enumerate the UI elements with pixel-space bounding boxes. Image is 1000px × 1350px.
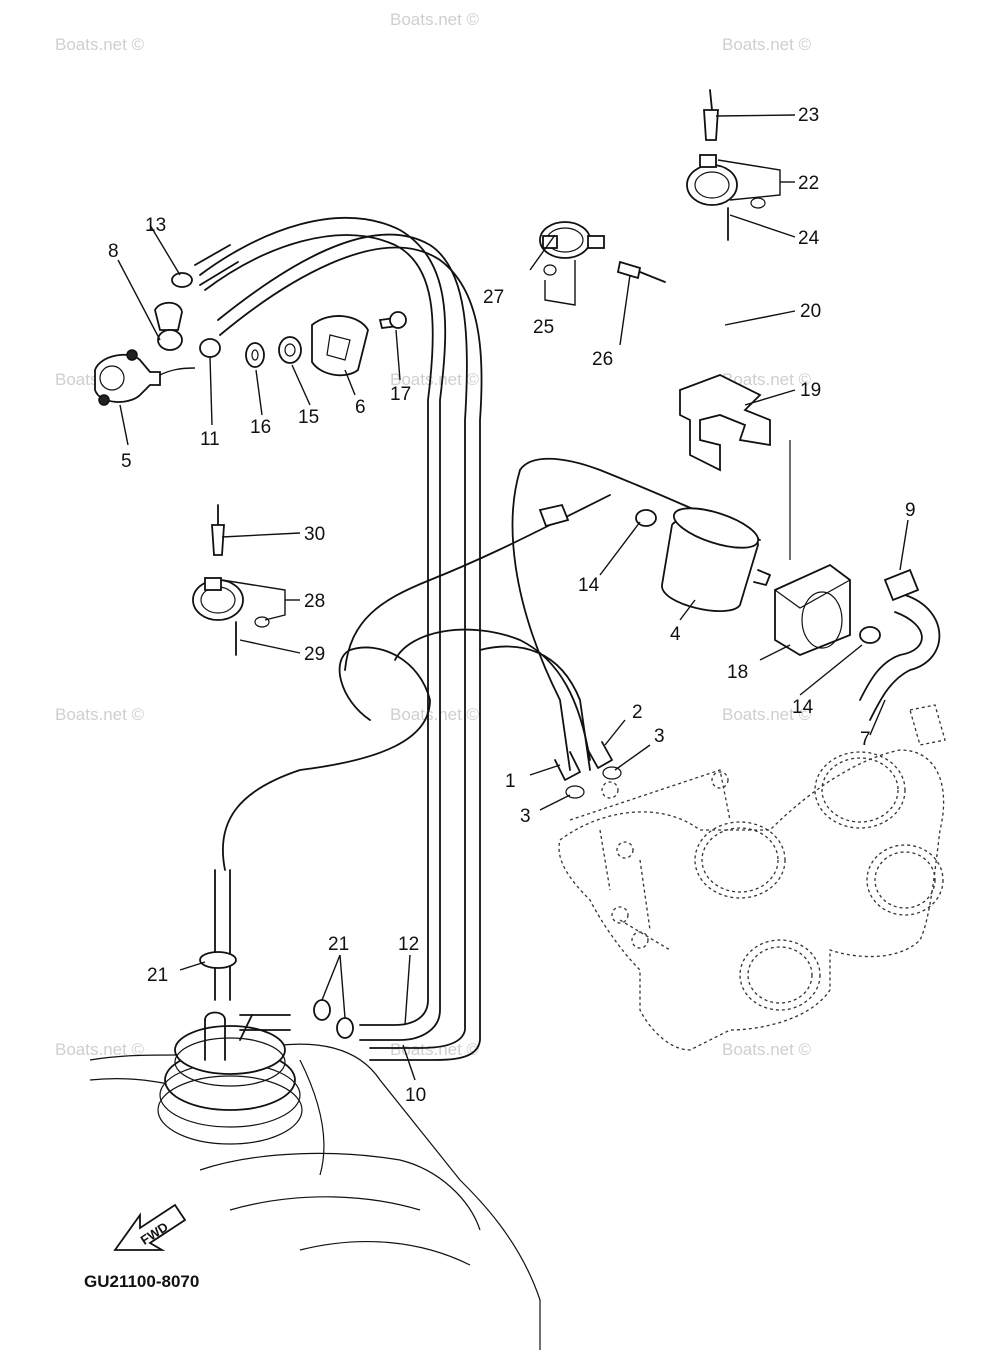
callout-4: 4 xyxy=(670,624,681,645)
clip-assembly-left xyxy=(192,504,270,656)
callout-13: 13 xyxy=(145,215,166,236)
clip-assembly-upper-middle xyxy=(539,221,666,283)
callout-18: 18 xyxy=(727,662,748,683)
callout-11: 11 xyxy=(200,429,220,450)
callout-27: 27 xyxy=(483,287,504,308)
watermark: Boats.net © xyxy=(390,10,480,29)
callout-numbers: 1 2 3 3 4 5 6 7 8 9 10 11 12 13 14 14 15… xyxy=(108,105,916,1106)
watermark: Boats.net © xyxy=(55,1040,145,1059)
watermark: Boats.net © xyxy=(722,1040,812,1059)
watermark: Boats.net © xyxy=(390,1040,480,1059)
leader-lines xyxy=(117,114,909,1081)
throttle-bodies xyxy=(558,704,946,1051)
callout-15: 15 xyxy=(298,407,319,428)
callout-3: 3 xyxy=(654,726,665,747)
hose-ends-1-2 xyxy=(554,741,622,799)
callout-9: 9 xyxy=(905,500,916,521)
callout-28: 28 xyxy=(304,591,325,612)
watermark: Boats.net © xyxy=(55,35,145,54)
filter-bracket xyxy=(774,563,851,657)
vent-hose-7 xyxy=(859,568,941,721)
mount-bracket xyxy=(679,374,791,560)
callout-25: 25 xyxy=(533,317,554,338)
callout-20: 20 xyxy=(800,301,821,322)
callout-7: 7 xyxy=(860,729,871,750)
callout-3: 3 xyxy=(520,806,531,827)
clamps xyxy=(199,503,881,1039)
callout-1: 1 xyxy=(505,771,516,792)
callout-14: 14 xyxy=(578,575,600,596)
callout-14: 14 xyxy=(792,697,814,718)
callout-6: 6 xyxy=(355,397,366,418)
clip-assembly-upper-right xyxy=(686,89,766,241)
callout-8: 8 xyxy=(108,241,119,262)
callout-12: 12 xyxy=(398,934,419,955)
callout-17: 17 xyxy=(390,384,411,405)
callout-21: 21 xyxy=(328,934,349,955)
callout-19: 19 xyxy=(800,380,821,401)
watermark: Boats.net © xyxy=(722,370,812,389)
regulator-group xyxy=(94,272,407,406)
fuel-tank xyxy=(89,869,541,1350)
watermark: Boats.net © xyxy=(390,705,480,724)
callout-23: 23 xyxy=(798,105,819,126)
fwd-arrow: FWD xyxy=(113,1203,187,1251)
callout-29: 29 xyxy=(304,644,325,665)
callout-30: 30 xyxy=(304,524,325,545)
callout-21: 21 xyxy=(147,965,168,986)
callout-5: 5 xyxy=(121,451,132,472)
callout-2: 2 xyxy=(632,702,643,723)
callout-22: 22 xyxy=(798,173,819,194)
fuel-hoses xyxy=(194,217,761,1061)
callout-24: 24 xyxy=(798,228,820,249)
diagram-code: GU21100-8070 xyxy=(84,1272,199,1291)
watermark: Boats.net © xyxy=(390,370,480,389)
watermark: Boats.net © xyxy=(55,705,145,724)
fuel-filter xyxy=(661,507,771,612)
watermark: Boats.net © xyxy=(722,705,812,724)
watermark: Boats.net © xyxy=(722,35,812,54)
callout-26: 26 xyxy=(592,349,613,370)
callout-16: 16 xyxy=(250,417,271,438)
callout-10: 10 xyxy=(405,1085,426,1106)
